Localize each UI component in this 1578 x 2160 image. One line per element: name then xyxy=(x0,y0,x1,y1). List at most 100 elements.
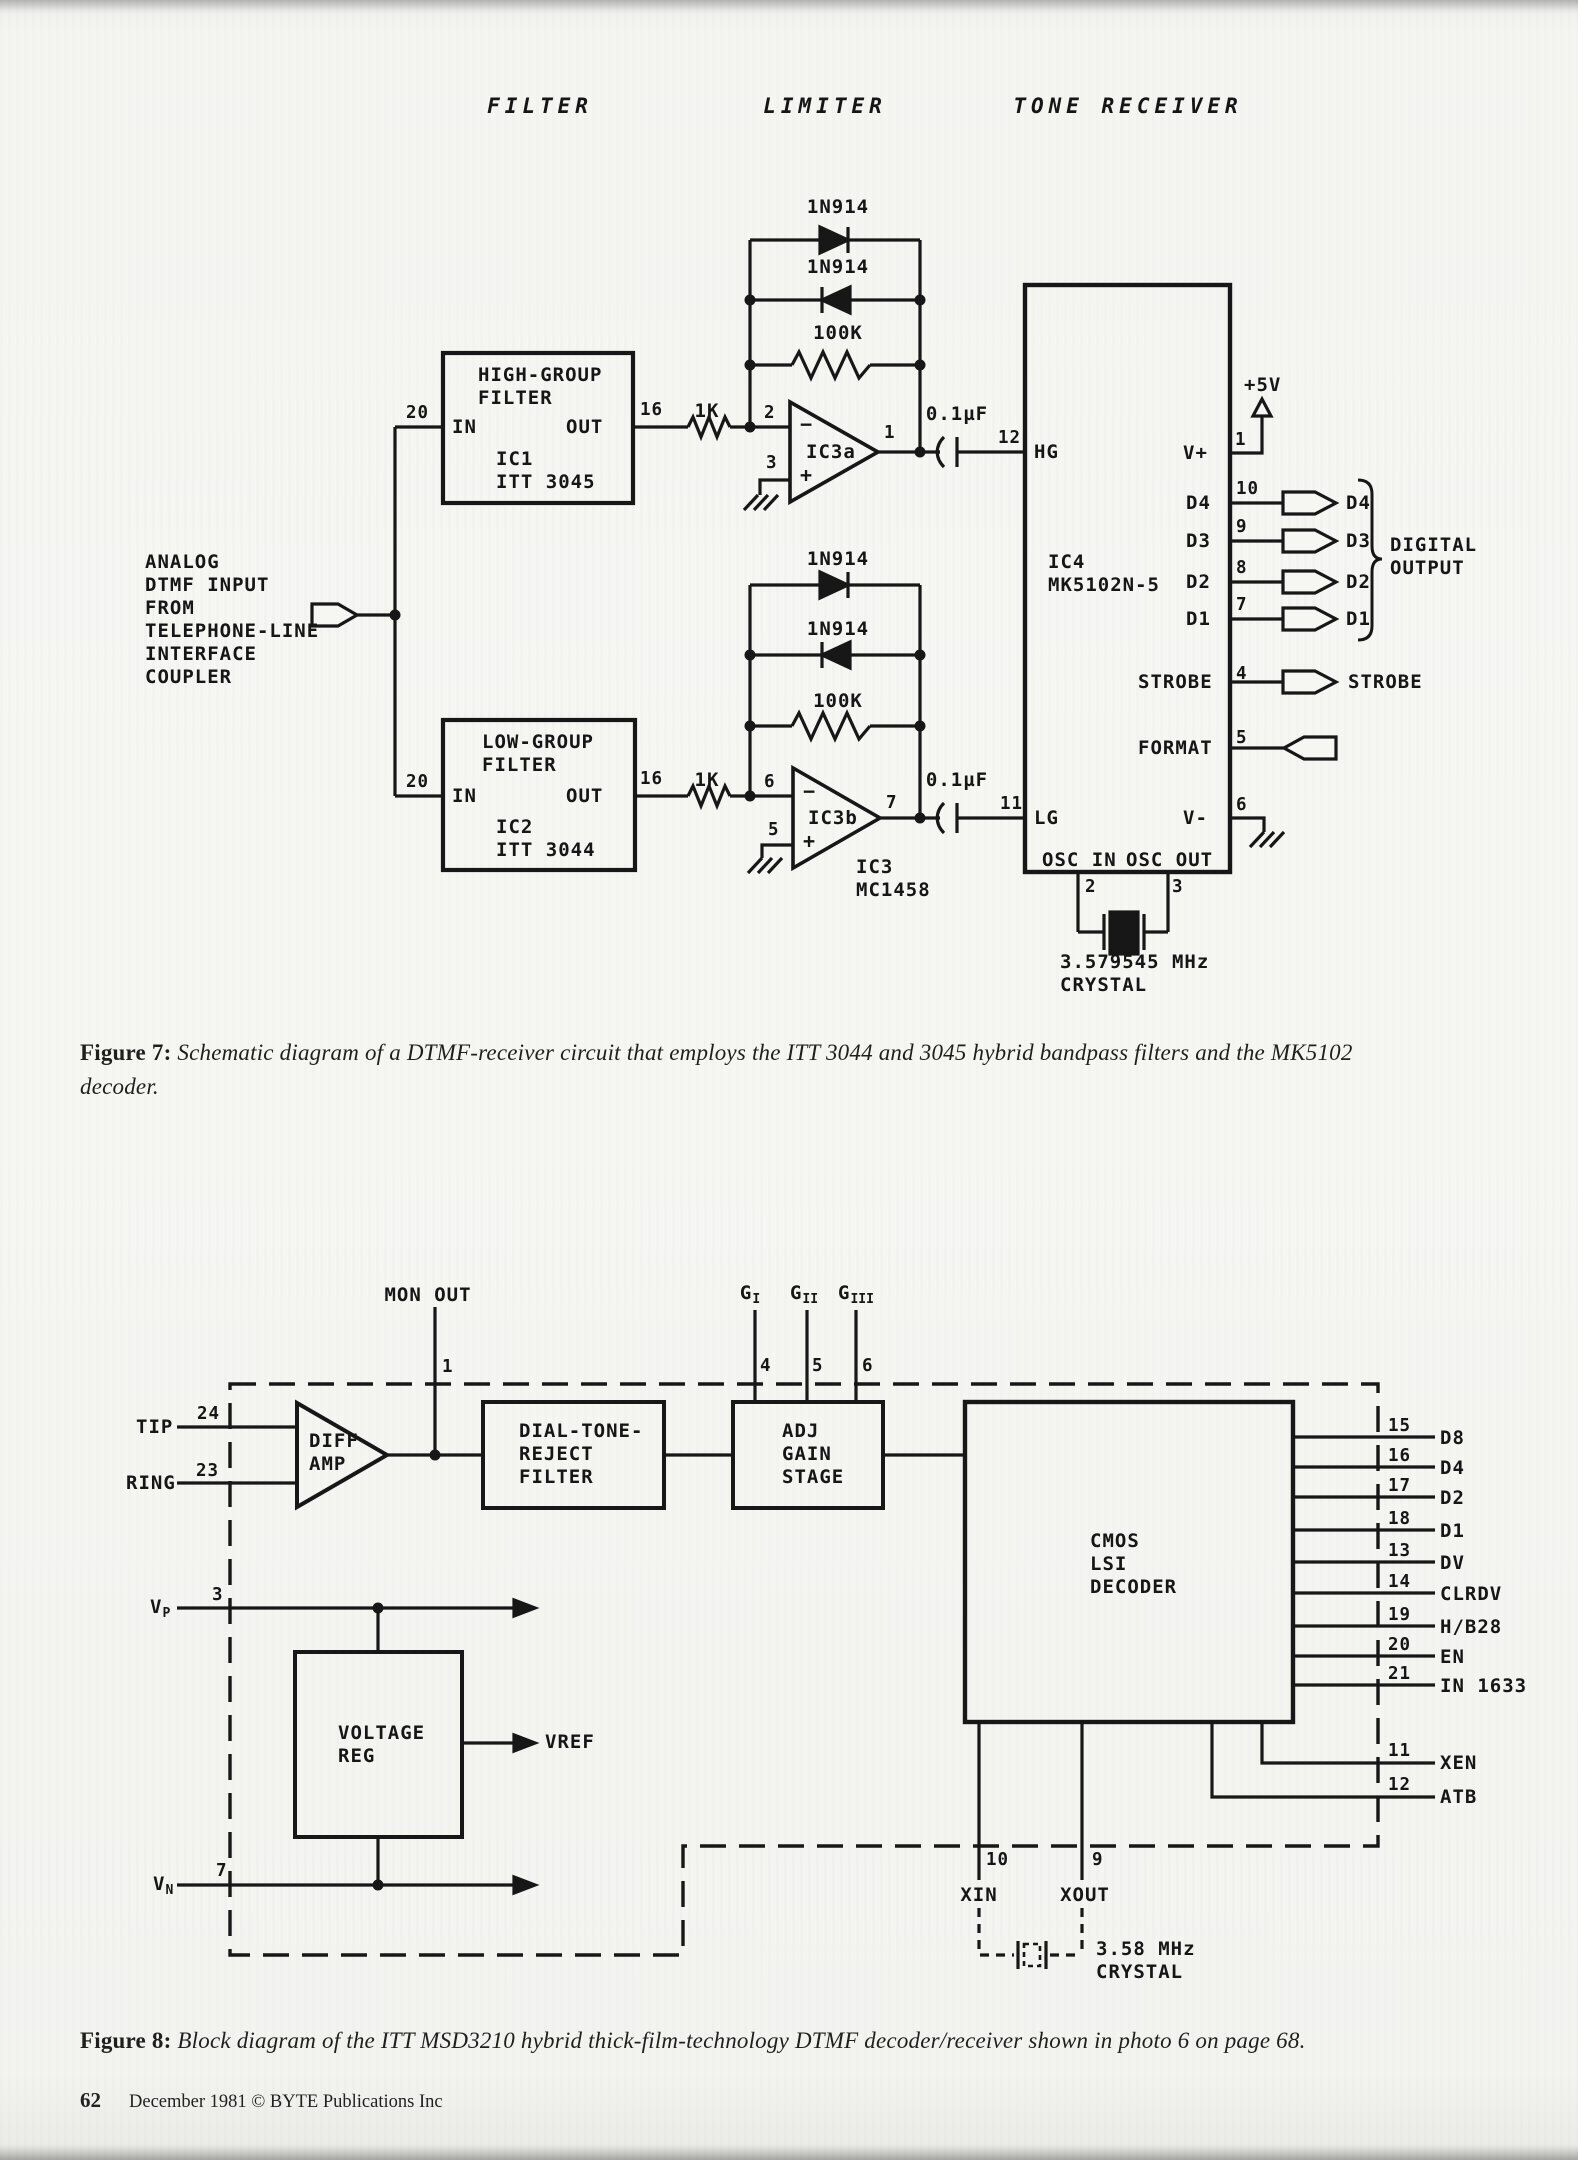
fig8-crystal-plates xyxy=(1016,1941,1048,1969)
diode-label: 1N914 xyxy=(806,618,870,640)
pin-number: 24 xyxy=(197,1404,221,1424)
mon-out-label: MON OUT xyxy=(384,1284,472,1306)
port-label-out: OUT xyxy=(566,416,604,438)
ring-label: RING xyxy=(126,1472,176,1494)
diode-1n914-icon xyxy=(818,284,852,316)
pin-number: 5 xyxy=(812,1356,824,1376)
part-label-ic4: IC4 MK5102N-5 xyxy=(1048,551,1160,596)
vn-label: VN xyxy=(153,1873,174,1898)
ground-icon xyxy=(1248,830,1286,849)
arrow-right-icon xyxy=(512,1597,540,1619)
pin-number: 11 xyxy=(1388,1741,1412,1761)
ic4-port-d4: D4 xyxy=(1186,492,1211,514)
figure7-caption: Figure 7: Schematic diagram of a DTMF-re… xyxy=(80,1036,1400,1104)
pin-number: 15 xyxy=(1388,1416,1412,1436)
figure7-caption-prefix: Figure 7: xyxy=(80,1040,172,1065)
ic4-port-format: FORMAT xyxy=(1138,737,1213,759)
ic4-port-vplus: V+ xyxy=(1183,442,1208,464)
diode-1n914-icon xyxy=(818,639,852,671)
output-arrow-icon xyxy=(1281,606,1340,632)
signal-label: CLRDV xyxy=(1440,1583,1503,1605)
opamp-minus-sign: − xyxy=(803,779,817,803)
vp-label: VP xyxy=(150,1596,171,1621)
opamp-name: IC3a xyxy=(806,441,856,463)
pin-number: 19 xyxy=(1388,1605,1412,1625)
signal-label: D4 xyxy=(1440,1457,1465,1479)
pin-number: 5 xyxy=(768,820,780,840)
dial-tone-reject-filter-label: DIAL-TONE- REJECT FILTER xyxy=(519,1420,644,1488)
column-header-tone-receiver: TONE RECEIVER xyxy=(1013,94,1243,118)
adj-gain-stage-label: ADJ GAIN STAGE xyxy=(782,1420,845,1488)
footer-text: December 1981 © BYTE Publications Inc xyxy=(129,2092,443,2112)
fig7-high-group-filter xyxy=(395,350,790,506)
ic4-port-lg: LG xyxy=(1034,807,1059,829)
output-arrow-icon xyxy=(1281,490,1340,516)
pin-number: 5 xyxy=(1236,728,1248,748)
figure8-caption-text: Block diagram of the ITT MSD3210 hybrid … xyxy=(171,2028,1306,2053)
scan-artifact-bottom xyxy=(0,2144,1578,2160)
port-label-in: IN xyxy=(452,785,477,807)
pin-number: 1 xyxy=(1235,430,1247,450)
fig7-limiter-bottom-network xyxy=(748,569,922,818)
pin-number: 21 xyxy=(1388,1664,1412,1684)
part-label-ic1: IC1 ITT 3045 xyxy=(496,448,596,493)
diode-label: 1N914 xyxy=(806,548,870,570)
diode-label: 1N914 xyxy=(806,256,870,278)
high-group-filter-title: HIGH-GROUP FILTER xyxy=(478,364,603,409)
opamp-minus-sign: − xyxy=(800,412,814,436)
part-label-ic3: IC3 MC1458 xyxy=(856,856,931,901)
pin-number: 10 xyxy=(1236,479,1260,499)
pin-number: 16 xyxy=(640,769,664,789)
opamp-plus-sign: + xyxy=(803,829,817,853)
input-arrow-icon xyxy=(310,602,361,628)
pin-number: 4 xyxy=(1236,664,1248,684)
pin-number: 13 xyxy=(1388,1541,1412,1561)
pin-number: 10 xyxy=(986,1850,1010,1870)
port-label-in: IN xyxy=(452,416,477,438)
digital-output-label: DIGITAL OUTPUT xyxy=(1390,534,1478,579)
fig7-low-group-filter xyxy=(395,717,793,873)
ic4-port-vminus: V- xyxy=(1183,807,1208,829)
arrow-right-icon xyxy=(512,1732,540,1754)
vref-label: VREF xyxy=(545,1731,595,1753)
analog-input-label: ANALOG DTMF INPUT FROM TELEPHONE-LINE IN… xyxy=(145,551,320,688)
resistor-label: 1K xyxy=(694,769,720,791)
pin-number: 16 xyxy=(1388,1446,1412,1466)
pin-number: 7 xyxy=(1236,595,1248,615)
gain-label-g2: GII xyxy=(789,1282,819,1307)
column-header-limiter: LIMITER xyxy=(763,94,887,118)
signal-label: D8 xyxy=(1440,1427,1465,1449)
crystal-label-fig8: 3.58 MHz CRYSTAL xyxy=(1096,1938,1196,1983)
ground-icon xyxy=(742,493,780,512)
ic4-port-strobe: STROBE xyxy=(1138,671,1213,693)
signal-label: D2 xyxy=(1440,1487,1465,1509)
pin-number: 16 xyxy=(640,400,664,420)
voltage-reg-label: VOLTAGE REG xyxy=(338,1722,426,1767)
xin-label: XIN xyxy=(960,1884,998,1906)
ic4-port-osc-in: OSC IN xyxy=(1042,849,1117,871)
output-arrow-icon xyxy=(1281,669,1340,695)
pin-number: 4 xyxy=(760,1356,772,1376)
signal-label: H/B28 xyxy=(1440,1616,1503,1638)
pin-number: 6 xyxy=(764,772,776,792)
pin-number: 18 xyxy=(1388,1509,1412,1529)
diff-amp-icon xyxy=(295,1399,391,1511)
signal-label-strobe: STROBE xyxy=(1348,671,1423,693)
pin-number: 3 xyxy=(212,1585,224,1605)
ic4-port-d3: D3 xyxy=(1186,530,1211,552)
capacitor-label: 0.1µF xyxy=(925,769,989,791)
figure8-caption: Figure 8: Block diagram of the ITT MSD32… xyxy=(80,2024,1550,2058)
pin-number: 20 xyxy=(406,403,430,423)
capacitor-icon xyxy=(935,801,946,835)
pin-number: 3 xyxy=(1172,877,1184,897)
cmos-lsi-decoder-label: CMOS LSI DECODER xyxy=(1090,1530,1178,1598)
pin-number: 6 xyxy=(1236,795,1248,815)
figure7-caption-text: Schematic diagram of a DTMF-receiver cir… xyxy=(80,1040,1353,1099)
capacitor-icon xyxy=(935,435,946,469)
pin-number: 7 xyxy=(886,793,898,813)
signal-label-d3: D3 xyxy=(1346,530,1371,552)
signal-label: DV xyxy=(1440,1552,1465,1574)
crystal-label-fig7: 3.579545 MHz CRYSTAL xyxy=(1060,951,1210,996)
signal-label-atb: ATB xyxy=(1440,1786,1478,1808)
